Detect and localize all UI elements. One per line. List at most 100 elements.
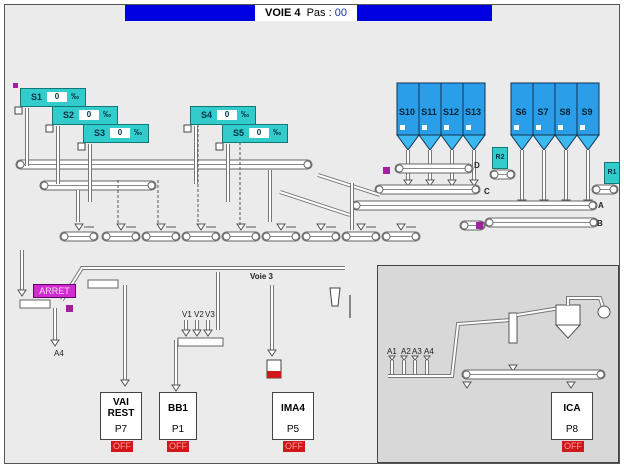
roller [342,232,351,241]
pipe-inner [388,319,511,377]
silo-label: S7 [537,107,549,117]
roller [262,232,271,241]
lane-title: VOIE 4 [265,7,301,19]
silo-cone [554,134,578,151]
roller [40,181,49,190]
status-indicator [215,142,224,151]
roller [302,232,311,241]
feeder-value[interactable]: 0 [79,110,99,120]
roller [142,232,151,241]
feeder-value[interactable]: 0 [249,128,269,138]
arrow-down-icon [508,364,518,372]
silo-indicator [514,125,519,130]
feeder-value[interactable]: 0 [217,110,237,120]
silo-label: S9 [581,107,593,117]
silo-indicator [536,125,541,130]
header-bar-right [357,5,492,21]
roller [592,185,601,194]
pipe-inner [317,174,381,196]
off-status-badge[interactable]: OFF [283,441,305,452]
silo-label: S12 [442,107,459,117]
roller [382,232,391,241]
roller [131,232,140,241]
conveyor-label-a: A [598,201,604,210]
feeder-value[interactable]: 0 [47,92,67,102]
roller [395,164,404,173]
arrow-down-icon [267,349,277,357]
arrow-down-icon [192,329,202,337]
silo-cone [576,134,600,151]
roller [291,232,300,241]
silo-indicator [422,125,427,130]
receiver-name: IMA4 [281,403,305,414]
arrow-down-icon [316,223,326,231]
silo-cone [532,134,556,151]
stop-indicator [383,167,390,174]
conveyor-p7 [87,279,119,289]
stop-indicator [66,305,73,312]
receiver-code: P8 [565,424,579,435]
conveyor-label-c: C [484,187,490,196]
arrow-down-icon [17,289,27,297]
roller [303,160,312,169]
intake-icon [388,355,396,361]
pipe-inner [279,191,351,216]
arrow-down-icon [50,339,60,347]
roller [352,201,361,210]
stop-indicator [476,222,483,229]
arrow-down-icon [425,179,435,187]
arrow-down-icon [396,223,406,231]
receiver-code: P7 [114,424,128,435]
off-status-badge[interactable]: OFF [562,441,584,452]
roller [171,232,180,241]
receiver-p7[interactable]: VAI REST P7 [100,392,142,440]
arrow-down-icon [447,179,457,187]
label-a1: A1 [387,347,397,356]
silo-cone [396,134,420,151]
feeder-value[interactable]: 0 [110,128,130,138]
roller [485,218,494,227]
roller [460,221,469,230]
step-label: Pas : [306,7,332,19]
silo-indicator [444,125,449,130]
silo-label: S11 [421,107,437,117]
roller [462,370,471,379]
roller [506,170,515,179]
label-voie3: Voie 3 [250,272,273,281]
conveyor-arret [19,299,51,309]
intake-icon [423,355,431,361]
label-a4-panel: A4 [424,347,434,356]
roller [331,232,340,241]
tank-r2[interactable]: R2 [492,147,508,169]
receiver-name: VAI REST [107,397,135,419]
roller [89,232,98,241]
receiver-code: P5 [286,424,300,435]
status-indicator [45,124,54,133]
feeder-unit: ‰ [71,92,79,101]
arrow-down-icon [356,223,366,231]
silo-cone [462,134,486,151]
off-status-badge[interactable]: OFF [111,441,133,452]
header-title: VOIE 4 Pas : 00 [255,5,357,21]
arrow-down-icon [156,223,166,231]
tank-r1[interactable]: R1 [604,162,620,184]
roller [411,232,420,241]
roller [471,185,480,194]
silo-label: S6 [515,107,527,117]
arrow-down-icon [74,223,84,231]
roller [222,232,231,241]
bag-fill [267,371,281,378]
arret-status-badge[interactable]: ARRET [33,284,76,298]
arrow-down-icon [181,329,191,337]
off-status-badge[interactable]: OFF [167,441,189,452]
feeder-label: S2 [63,110,75,120]
receiver-code: P1 [171,424,185,435]
